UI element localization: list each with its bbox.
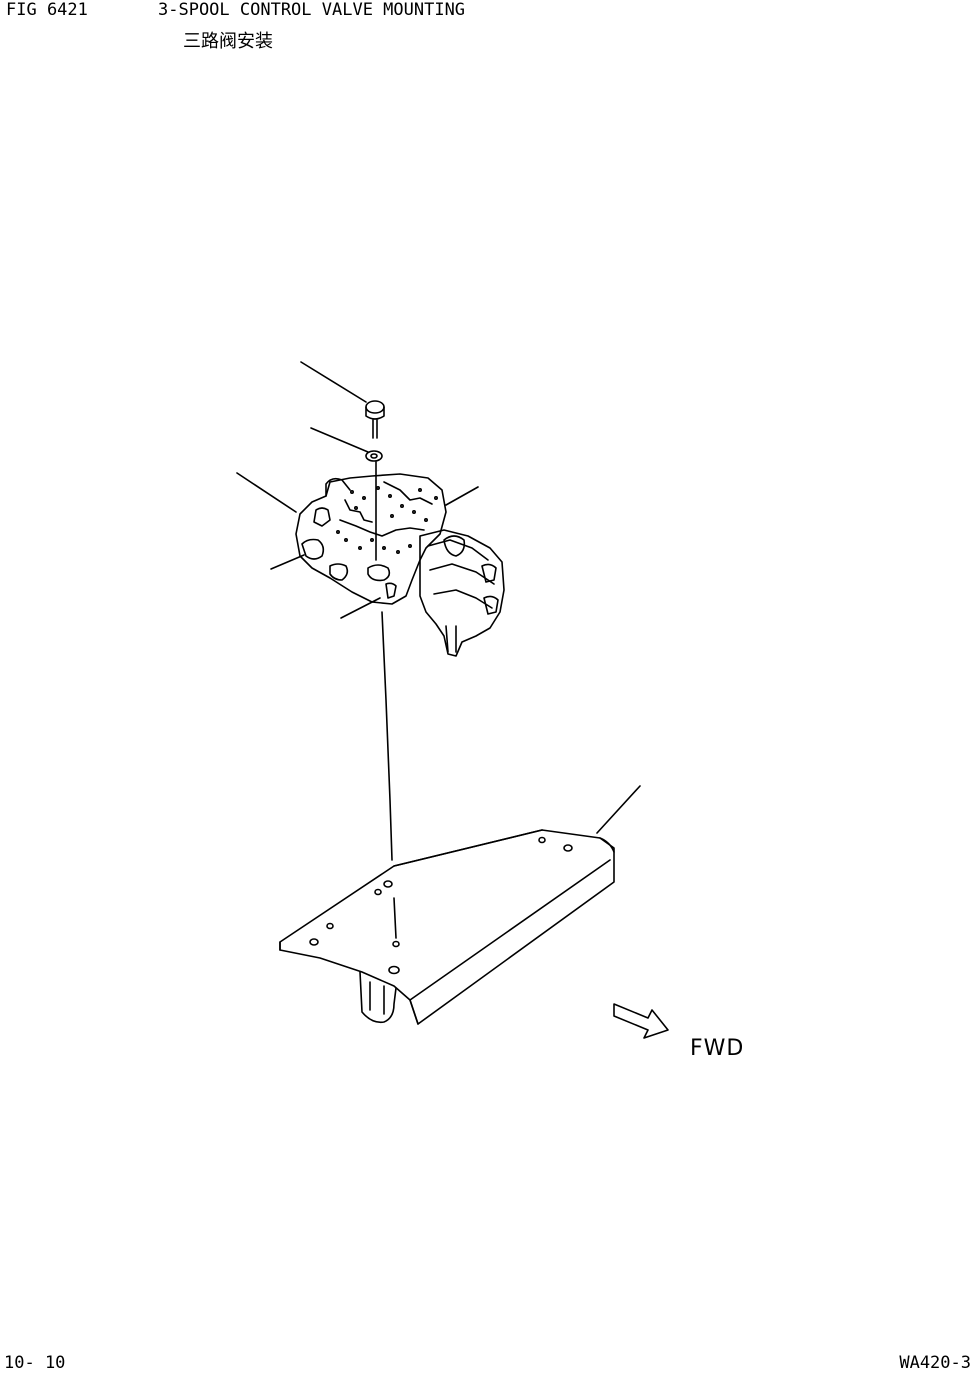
leader-lines (236, 361, 641, 834)
fwd-direction-label: FWD (690, 1036, 745, 1061)
figure-number: FIG 6421 (6, 0, 88, 20)
mounting-axis-lower (393, 897, 397, 939)
page-number: 10- 10 (4, 1353, 66, 1373)
figure-title: 3-SPOOL CONTROL VALVE MOUNTING (158, 0, 466, 20)
leader-line-valve-side (270, 554, 305, 570)
figure-title-chinese: 三路阀安装 (183, 31, 273, 52)
fwd-arrow-icon (613, 1003, 669, 1039)
leader-line-valve (236, 472, 297, 513)
control-valve (295, 473, 505, 657)
leader-line-valve-top (445, 486, 479, 506)
mounting-bracket (279, 829, 615, 1025)
leader-line-valve-base (340, 597, 381, 619)
leader-line-bracket (596, 785, 641, 834)
leader-line-washer (310, 427, 369, 453)
leader-line-bolt (300, 361, 367, 403)
bolt (365, 400, 385, 439)
model-number: WA420-3 (899, 1353, 971, 1373)
washer (365, 450, 383, 462)
mounting-axis (381, 611, 393, 861)
valve-texture (335, 485, 438, 554)
